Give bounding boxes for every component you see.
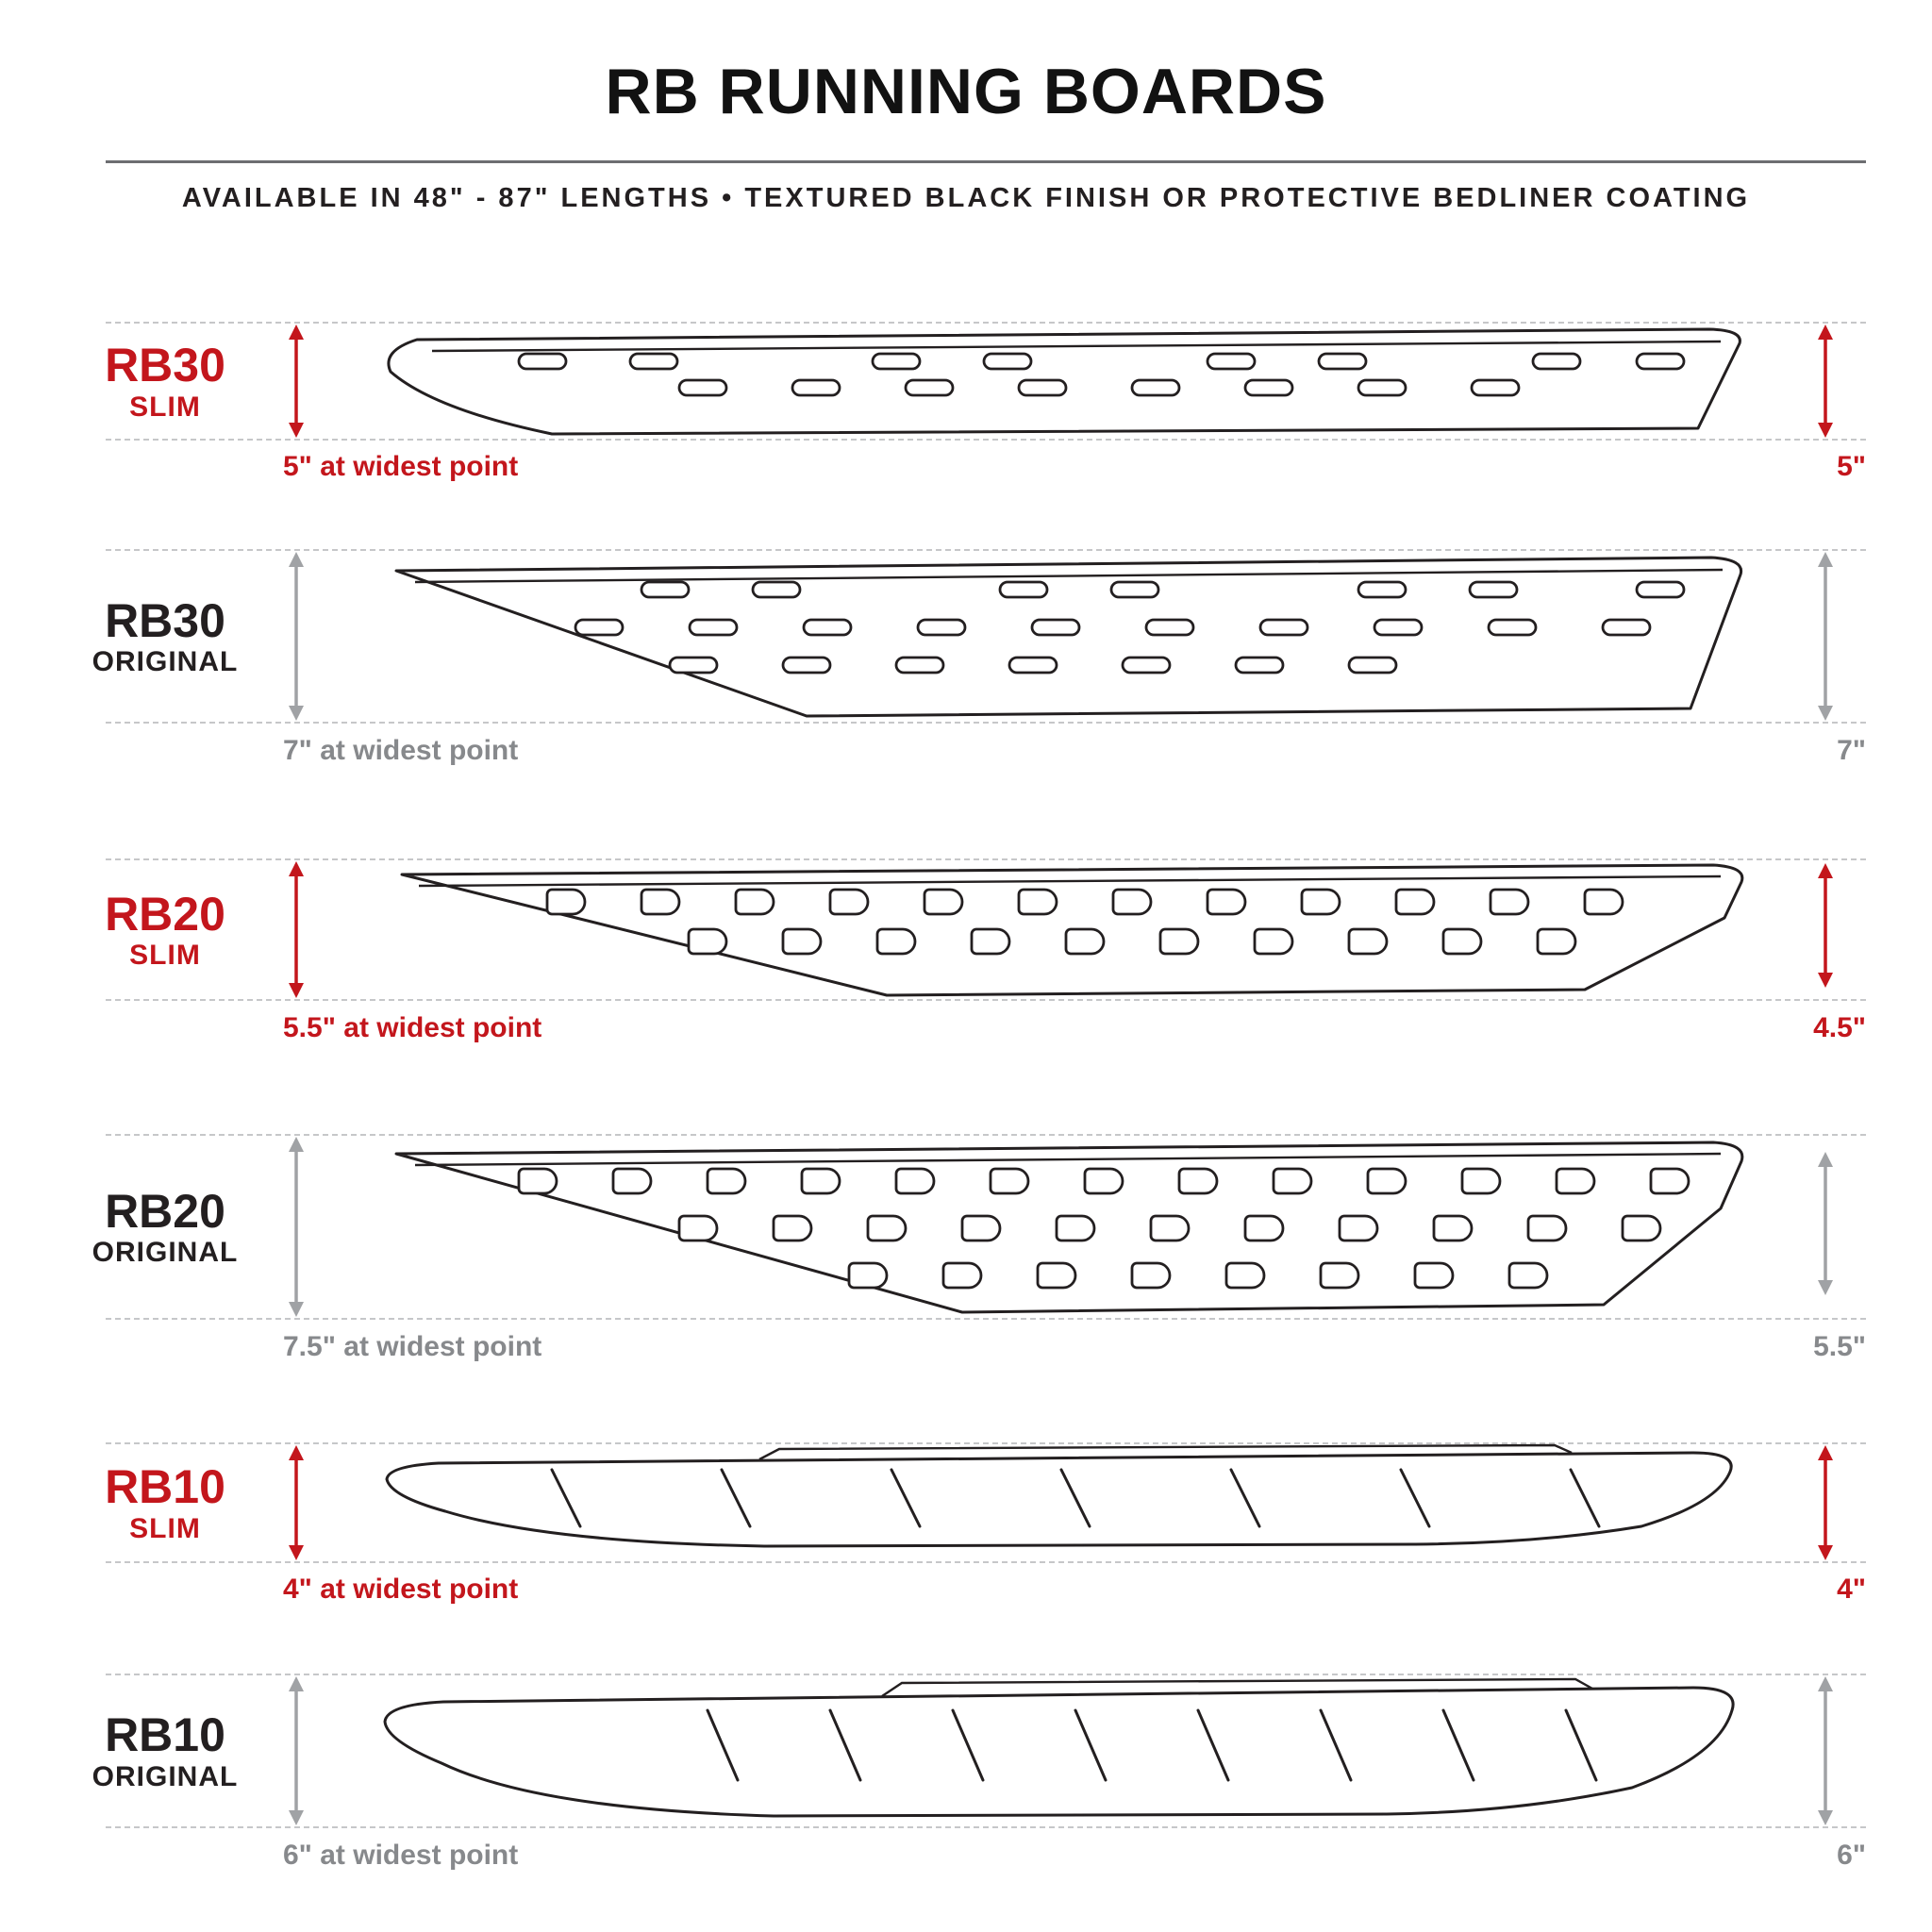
dashed-line-bottom — [106, 999, 1866, 1001]
dashed-line-top — [106, 1134, 1866, 1136]
row-rb10-slim: RB10 SLIM 4" at widest point 4" — [0, 1442, 1932, 1605]
board-top-edge — [431, 340, 1722, 353]
height-arrow-left-icon — [289, 861, 304, 998]
variant-label: SLIM — [129, 940, 201, 971]
widest-point-label: 5" at widest point — [283, 451, 519, 482]
height-arrow-left-icon — [289, 1137, 304, 1317]
rb20-slim-board-drawing — [400, 863, 1744, 997]
height-arrow-left-icon — [289, 325, 304, 438]
variant-label: ORIGINAL — [92, 1237, 239, 1268]
title-rule — [106, 160, 1866, 163]
board-top-edge — [414, 1152, 1722, 1167]
dashed-line-top — [106, 858, 1866, 860]
height-arrow-right-icon — [1818, 1676, 1833, 1825]
dashed-line-bottom — [106, 1561, 1866, 1563]
dashed-line-bottom — [106, 1318, 1866, 1320]
board-outline — [394, 556, 1743, 718]
model-label: RB10 — [105, 1460, 225, 1513]
variant-label: SLIM — [129, 391, 201, 423]
height-arrow-right-icon — [1818, 552, 1833, 721]
product-label: RB10 ORIGINAL — [52, 1710, 278, 1791]
dashed-line-bottom — [106, 439, 1866, 441]
rb10-original-board-drawing — [383, 1677, 1735, 1818]
widest-point-label: 4" at widest point — [283, 1574, 519, 1605]
rb30-original-board-drawing — [394, 556, 1743, 718]
tread-slashes — [706, 1708, 1598, 1782]
height-arrow-left-icon — [289, 1445, 304, 1560]
board-outline — [385, 1451, 1733, 1548]
rb10-slim-board-drawing — [385, 1443, 1733, 1548]
dashed-line-bottom — [106, 722, 1866, 724]
height-arrow-right-icon — [1818, 1445, 1833, 1560]
model-label: RB30 — [105, 339, 225, 391]
end-height-label: 6" — [1837, 1840, 1866, 1871]
product-label: RB20 ORIGINAL — [52, 1184, 278, 1268]
dashed-line-bottom — [106, 1826, 1866, 1828]
variant-label: SLIM — [129, 1512, 201, 1544]
rb30-slim-board-drawing — [387, 327, 1741, 436]
model-label: RB20 — [105, 1184, 225, 1238]
model-label: RB10 — [105, 1708, 225, 1761]
dashed-line-top — [106, 1674, 1866, 1675]
dashed-line-top — [106, 322, 1866, 324]
model-label: RB20 — [105, 887, 225, 941]
board-top-edge — [414, 568, 1724, 584]
widest-point-label: 5.5" at widest point — [283, 1012, 542, 1043]
height-arrow-right-icon — [1818, 325, 1833, 438]
page-subtitle: AVAILABLE IN 48" - 87" LENGTHS • TEXTURE… — [181, 183, 1751, 213]
product-label: RB20 SLIM — [52, 887, 278, 971]
height-arrow-right-icon — [1818, 1152, 1833, 1295]
tread-slashes — [550, 1468, 1601, 1528]
step-pad-edge — [758, 1443, 1573, 1461]
widest-point-label: 6" at widest point — [283, 1840, 519, 1871]
end-height-label: 5.5" — [1813, 1331, 1866, 1362]
row-rb20-original: RB20 ORIGINAL — [0, 1134, 1932, 1362]
dashed-line-top — [106, 1442, 1866, 1444]
rb20-original-board-drawing — [394, 1141, 1744, 1314]
row-rb30-slim: RB30 SLIM 5" at widest point 5" — [0, 322, 1932, 482]
row-rb10-original: RB10 ORIGINAL 6" at widest point 6" — [0, 1674, 1932, 1871]
dashed-line-top — [106, 549, 1866, 551]
height-arrow-left-icon — [289, 1676, 304, 1825]
step-pad-edge — [881, 1677, 1593, 1697]
product-label: RB30 ORIGINAL — [52, 593, 278, 677]
variant-label: ORIGINAL — [92, 1760, 239, 1792]
row-rb20-slim: RB20 SLIM 5.5" at widest point 4.5" — [0, 858, 1932, 1043]
product-label: RB10 SLIM — [52, 1462, 278, 1543]
row-rb30-original: RB30 ORIGINAL 7" at widest point 7" — [0, 549, 1932, 766]
variant-label: ORIGINAL — [92, 646, 239, 677]
end-height-label: 7" — [1837, 735, 1866, 766]
height-arrow-right-icon — [1818, 863, 1833, 988]
end-height-label: 5" — [1837, 451, 1866, 482]
end-height-label: 4.5" — [1813, 1012, 1866, 1043]
widest-point-label: 7" at widest point — [283, 735, 519, 766]
model-label: RB30 — [105, 593, 225, 647]
page-title: RB RUNNING BOARDS — [605, 56, 1327, 127]
board-outline — [383, 1686, 1735, 1818]
height-arrow-left-icon — [289, 552, 304, 721]
end-height-label: 4" — [1837, 1574, 1866, 1605]
product-label: RB30 SLIM — [52, 341, 278, 422]
widest-point-label: 7.5" at widest point — [283, 1331, 542, 1362]
board-top-edge — [418, 874, 1722, 888]
